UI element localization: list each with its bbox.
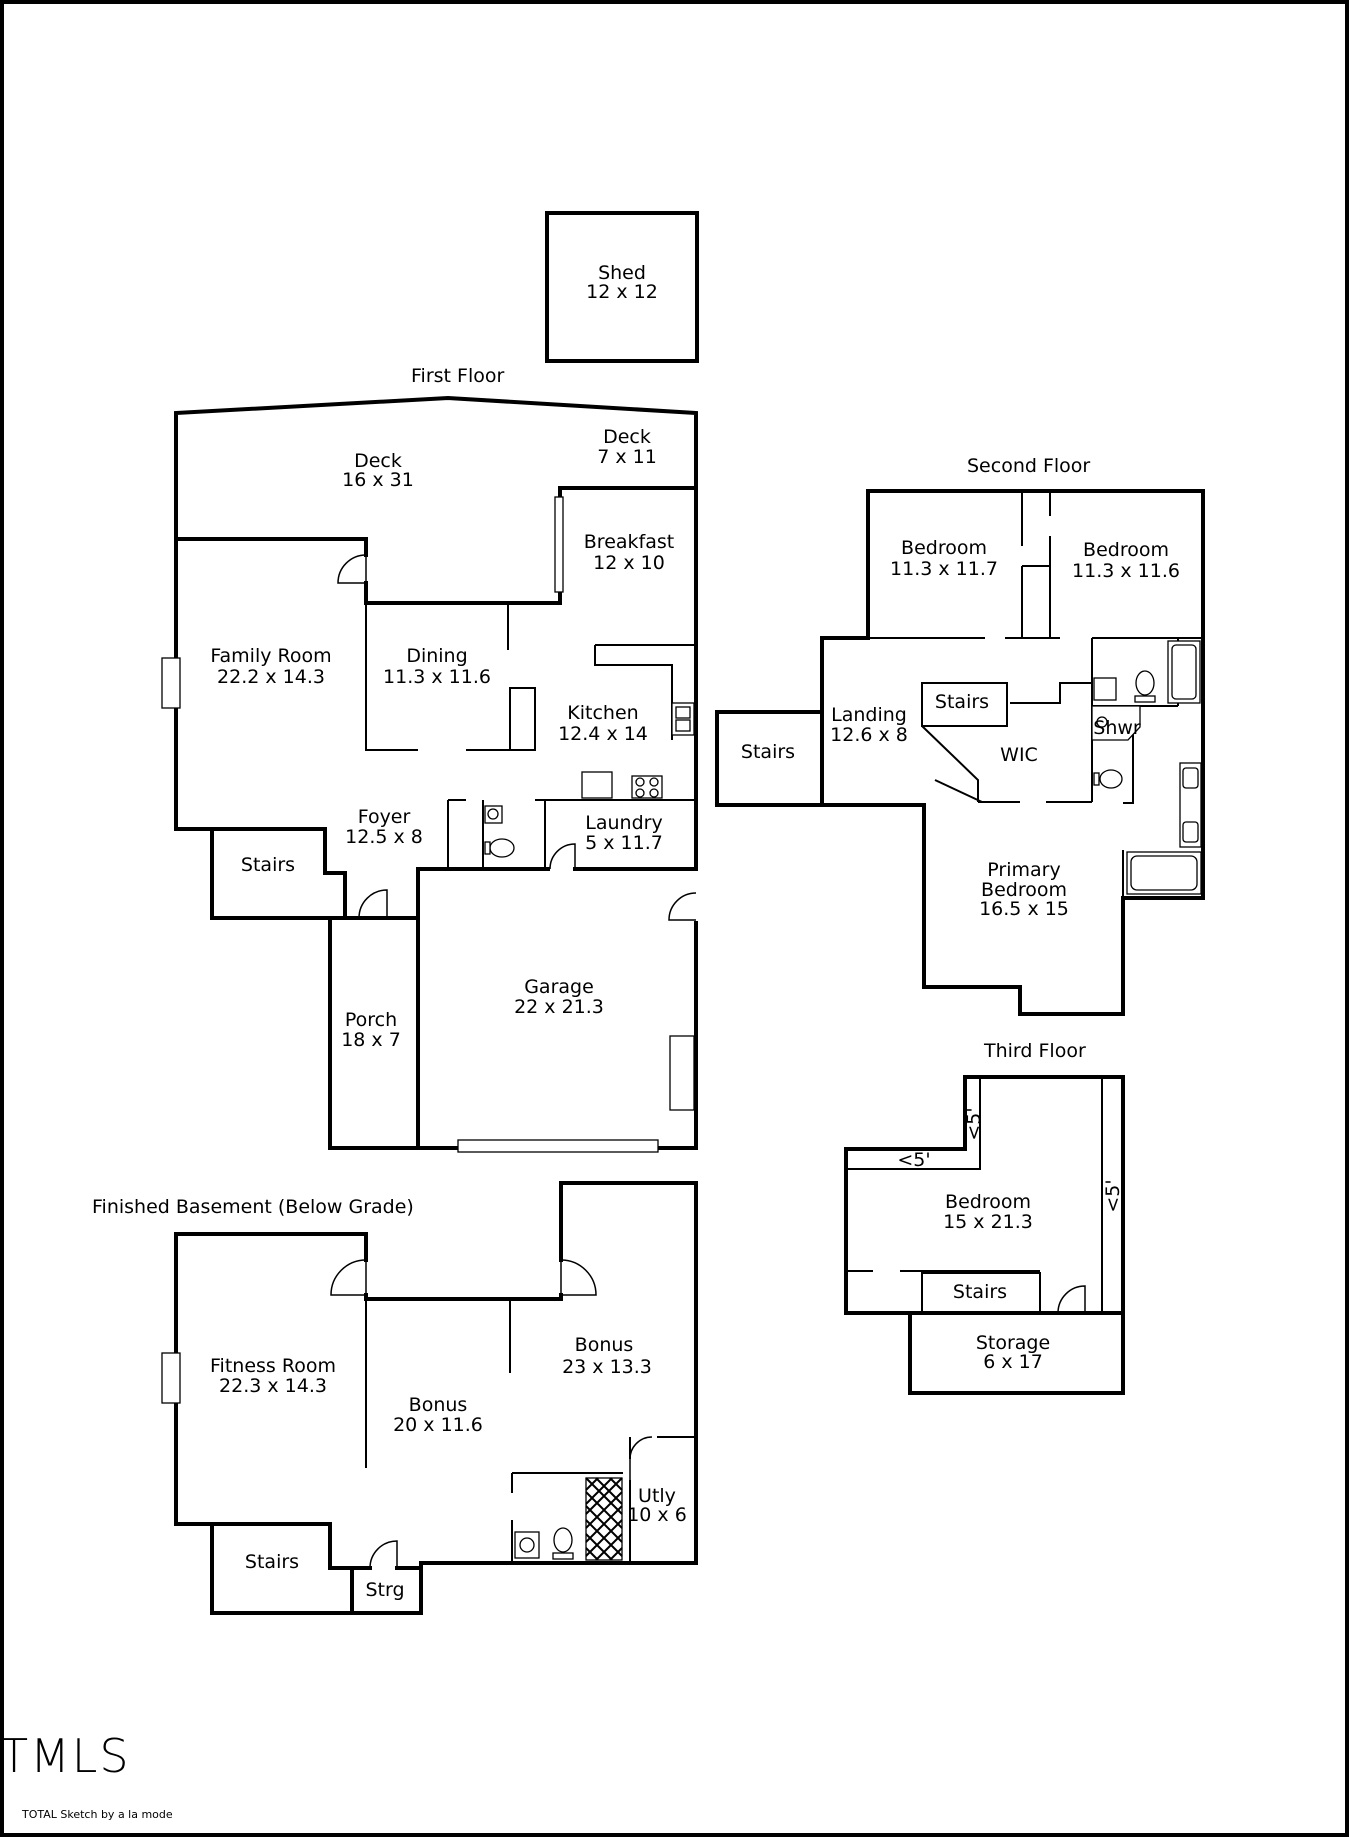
shwr-label: Shwr	[1093, 717, 1141, 739]
basement-title: Finished Basement (Below Grade)	[92, 1196, 414, 1218]
fitness-room-size: 22.3 x 14.3	[219, 1375, 327, 1397]
first-floor-title: First Floor	[411, 365, 504, 387]
second-floor-title: Second Floor	[967, 455, 1090, 477]
bonus-b-label: Bonus	[575, 1334, 634, 1356]
bonus-b-size: 23 x 13.3	[562, 1356, 652, 1378]
third-floor-plan	[844, 1075, 1125, 1395]
dining-label: Dining	[406, 645, 467, 667]
shed-label: Shed	[598, 262, 646, 284]
third-floor-title: Third Floor	[983, 1040, 1086, 1062]
deck-main-label: Deck	[354, 450, 402, 472]
first-floor-plan	[161, 395, 698, 1153]
bedroom-3-label: Bedroom	[945, 1191, 1031, 1213]
breakfast-size: 12 x 10	[593, 552, 665, 574]
foyer-size: 12.5 x 8	[345, 826, 423, 848]
height-note-b: <5'	[897, 1149, 930, 1171]
tmls-logo: TMLS	[0, 1729, 131, 1783]
family-room-label: Family Room	[210, 645, 331, 667]
bedroom-2b-label: Bedroom	[1083, 539, 1169, 561]
utly-size: 10 x 6	[627, 1504, 687, 1526]
bedroom-2a-size: 11.3 x 11.7	[890, 558, 998, 580]
bonus-a-size: 20 x 11.6	[393, 1414, 483, 1436]
second-floor-plan	[715, 489, 1205, 1016]
stairs-second-label: Stairs	[935, 691, 989, 713]
storage-3-label: Storage	[976, 1332, 1050, 1354]
deck-small-size: 7 x 11	[597, 446, 657, 468]
shed-plan	[545, 211, 699, 363]
laundry-label: Laundry	[585, 812, 662, 834]
bonus-a-label: Bonus	[409, 1394, 468, 1416]
stairs-basement-label: Stairs	[245, 1551, 299, 1573]
landing-label: Landing	[831, 704, 907, 726]
height-note-c: <5'	[1102, 1179, 1124, 1212]
dining-size: 11.3 x 11.6	[383, 666, 491, 688]
landing-size: 12.6 x 8	[830, 724, 908, 746]
foyer-label: Foyer	[358, 806, 411, 828]
garage-label: Garage	[524, 976, 594, 998]
bedroom-3-size: 15 x 21.3	[943, 1211, 1033, 1233]
family-room-size: 22.2 x 14.3	[217, 666, 325, 688]
bedroom-2b-size: 11.3 x 11.6	[1072, 560, 1180, 582]
sketch-credit: TOTAL Sketch by a la mode	[21, 1808, 173, 1821]
storage-3-size: 6 x 17	[983, 1351, 1043, 1373]
height-note-a: <5'	[963, 1107, 985, 1140]
stairs-first-label: Stairs	[241, 854, 295, 876]
porch-label: Porch	[345, 1009, 397, 1031]
breakfast-label: Breakfast	[584, 531, 674, 553]
laundry-size: 5 x 11.7	[585, 832, 663, 854]
deck-main-size: 16 x 31	[342, 469, 414, 491]
primary-bedroom-line1: Primary	[987, 859, 1060, 881]
primary-bedroom-line2: Bedroom	[981, 879, 1067, 901]
shed-size: 12 x 12	[586, 281, 658, 303]
basement-plan	[161, 1181, 698, 1615]
kitchen-size: 12.4 x 14	[558, 723, 648, 745]
strg-label: Strg	[365, 1579, 404, 1601]
kitchen-label: Kitchen	[567, 702, 638, 724]
garage-size: 22 x 21.3	[514, 996, 604, 1018]
deck-small-label: Deck	[603, 426, 651, 448]
bedroom-2a-label: Bedroom	[901, 537, 987, 559]
wic-label: WIC	[1000, 744, 1038, 766]
stairs-second-left-label: Stairs	[741, 741, 795, 763]
utly-label: Utly	[638, 1485, 676, 1507]
primary-bedroom-size: 16.5 x 15	[979, 898, 1069, 920]
porch-size: 18 x 7	[341, 1029, 401, 1051]
fitness-room-label: Fitness Room	[210, 1355, 336, 1377]
stairs-third-label: Stairs	[953, 1281, 1007, 1303]
